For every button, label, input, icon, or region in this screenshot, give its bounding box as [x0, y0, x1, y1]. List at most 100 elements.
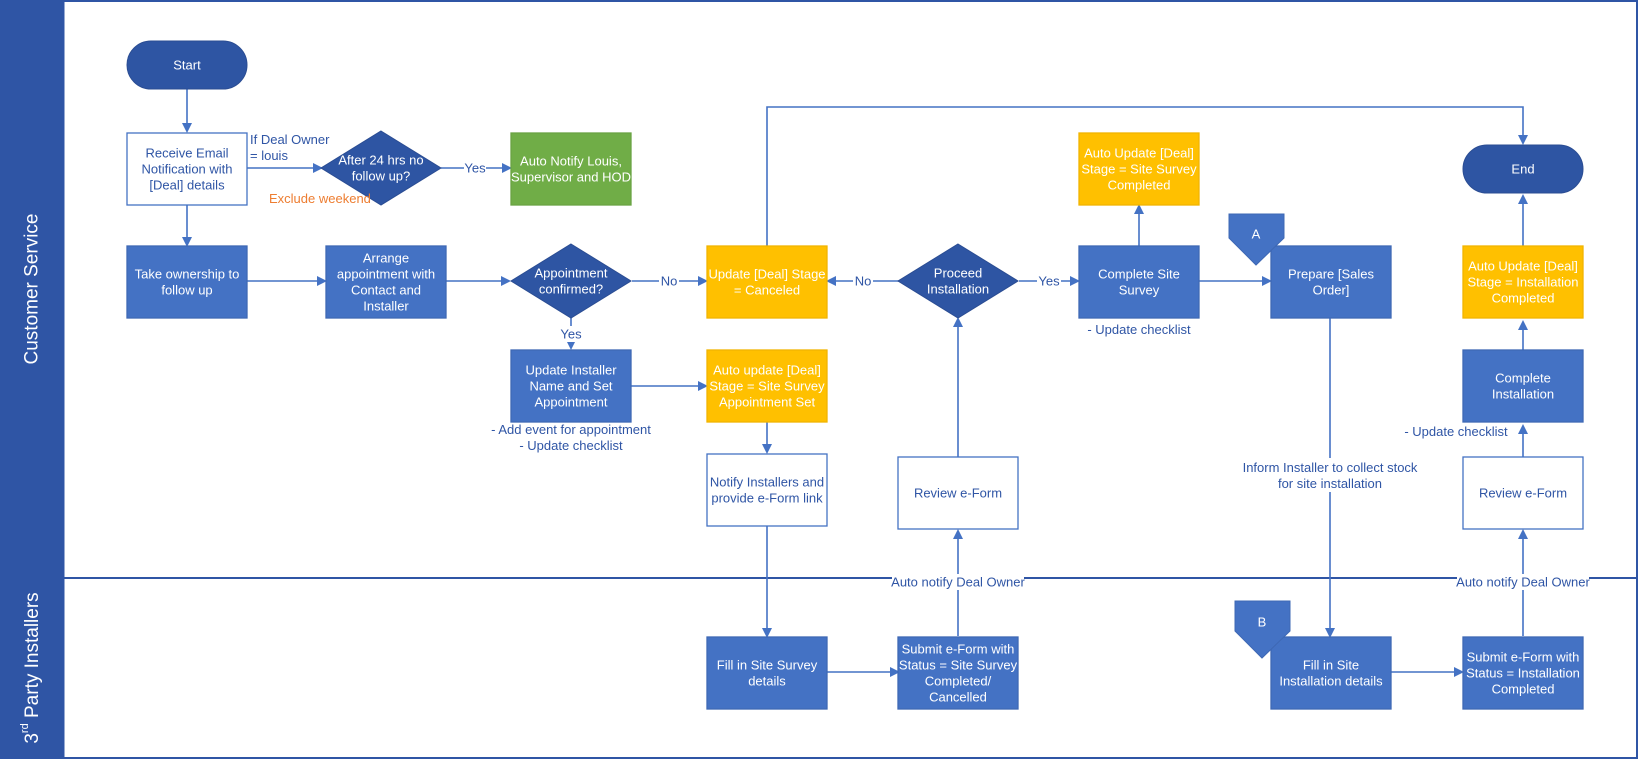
auto-install-completed-shape — [1462, 245, 1584, 319]
auto-install-completed-box: Auto Update [Deal]Stage = InstallationCo… — [1462, 245, 1584, 319]
edge-canceled-end — [766, 106, 1528, 246]
lane-band-installers — [1, 578, 64, 758]
auto-appt-set-line-3: Appointment Set — [719, 395, 816, 410]
submit-install-line-1: Submit e-Form with — [1467, 650, 1580, 665]
submit-survey-line-4: Cancelled — [929, 690, 987, 705]
submit-install-shape — [1462, 636, 1584, 710]
update-installer-line-1: Update Installer — [525, 363, 617, 378]
complete-install-shape — [1462, 349, 1584, 423]
no-label-confirmed: No — [661, 274, 678, 289]
proceed-install-line-1: Proceed — [934, 266, 982, 281]
no-label-proceed: No — [855, 274, 872, 289]
update-checklist-install-note: - Update checklist — [1404, 424, 1508, 439]
notify-installers-line-2: provide e-Form link — [711, 491, 823, 506]
update-canceled-line-2: = Canceled — [734, 283, 800, 298]
complete-survey-shape — [1078, 245, 1200, 319]
update-canceled-box: Update [Deal] Stage= Canceled — [706, 245, 828, 319]
start-terminator — [126, 40, 248, 90]
auto-survey-completed-box: Auto Update [Deal]Stage = Site SurveyCom… — [1078, 132, 1200, 206]
proceed-install-diamond — [897, 243, 1019, 319]
review-eform-box-2: Review e-Form — [1462, 456, 1584, 530]
review-eform-1-line-1: Review e-Form — [914, 486, 1002, 501]
receive-email-line-1: Receive Email — [145, 146, 228, 161]
start-label: Start — [173, 58, 201, 73]
review-eform-box-1: Review e-Form — [897, 456, 1019, 530]
notify-installers-line-1: Notify Installers and — [710, 475, 824, 490]
add-event-note: - Add event for appointment- Update chec… — [491, 422, 651, 453]
submit-survey-shape — [897, 636, 1019, 710]
lane-title-customer-service: Customer Service — [22, 214, 43, 365]
yes-label-bg-2 — [1037, 273, 1061, 289]
end-terminator — [1462, 144, 1584, 194]
complete-survey-line-1: Complete Site — [1098, 267, 1180, 282]
arrange-appt-line-4: Installer — [363, 299, 409, 314]
auto-install-completed-line-1: Auto Update [Deal] — [1468, 259, 1578, 274]
prepare-order-shape — [1270, 245, 1392, 319]
if-deal-owner-label: If Deal Owner= louis — [250, 132, 330, 163]
connector-a-shape — [1228, 213, 1285, 266]
update-installer-shape — [510, 349, 632, 423]
no-label-bg-2 — [853, 273, 873, 289]
appt-confirmed-line-2: confirmed? — [539, 282, 603, 297]
yes-label-proceed: Yes — [1038, 274, 1060, 289]
auto-survey-completed-line-1: Auto Update [Deal] — [1084, 146, 1194, 161]
connector-a-label: A — [1252, 227, 1261, 242]
fill-install-shape — [1270, 636, 1392, 710]
auto-appt-set-line-2: Stage = Site Survey — [709, 379, 825, 394]
auto-notify-line-2: Supervisor and HOD — [511, 170, 631, 185]
fill-install-line-1: Fill in Site — [1303, 658, 1359, 673]
auto-notify-box: Auto Notify Louis,Supervisor and HOD — [510, 132, 632, 206]
appt-confirmed-diamond — [510, 243, 632, 319]
proceed-install-line-2: Installation — [927, 282, 989, 297]
inform-installer-bg — [1240, 458, 1420, 492]
take-ownership-line-1: Take ownership to — [135, 267, 240, 282]
yes-label-confirmed: Yes — [560, 327, 582, 342]
fill-survey-shape — [706, 636, 828, 710]
update-installer-line-3: Appointment — [535, 395, 608, 410]
fill-survey-line-1: Fill in Site Survey — [717, 658, 818, 673]
after-24-line-1: After 24 hrs no — [338, 153, 423, 168]
yes-label-bg-1 — [464, 160, 486, 176]
submit-survey-line-2: Status = Site Survey — [899, 658, 1018, 673]
auto-survey-completed-line-2: Stage = Site Survey — [1081, 162, 1197, 177]
complete-install-line-1: Complete — [1495, 371, 1551, 386]
connector-b-label: B — [1258, 615, 1267, 630]
auto-survey-completed-line-3: Completed — [1108, 178, 1171, 193]
receive-email-line-2: Notification with — [141, 162, 232, 177]
submit-install-line-3: Completed — [1492, 682, 1555, 697]
auto-notify-line-1: Auto Notify Louis, — [520, 154, 622, 169]
submit-survey-line-1: Submit e-Form with — [902, 642, 1015, 657]
review-eform-1-shape — [897, 456, 1019, 530]
update-checklist-survey-note: - Update checklist — [1087, 322, 1191, 337]
prepare-order-line-1: Prepare [Sales — [1288, 267, 1374, 282]
lane-title-installers: 3rd Party Installers — [19, 592, 43, 743]
auto-survey-completed-shape — [1078, 132, 1200, 206]
auto-notify-shape — [510, 132, 632, 206]
yes-label-after24: Yes — [464, 161, 486, 176]
complete-install-line-2: Installation — [1492, 387, 1554, 402]
update-installer-line-2: Name and Set — [529, 379, 612, 394]
auto-notify-owner-bg-2 — [1457, 574, 1589, 590]
auto-install-completed-line-3: Completed — [1492, 291, 1555, 306]
review-eform-2-shape — [1462, 456, 1584, 530]
auto-notify-owner-label-2: Auto notify Deal Owner — [1456, 575, 1590, 590]
after-24-line-2: follow up? — [352, 169, 411, 184]
take-ownership-line-2: follow up — [161, 283, 212, 298]
auto-appt-set-shape — [706, 349, 828, 423]
update-canceled-line-1: Update [Deal] Stage — [708, 267, 825, 282]
take-ownership-shape — [126, 245, 248, 319]
